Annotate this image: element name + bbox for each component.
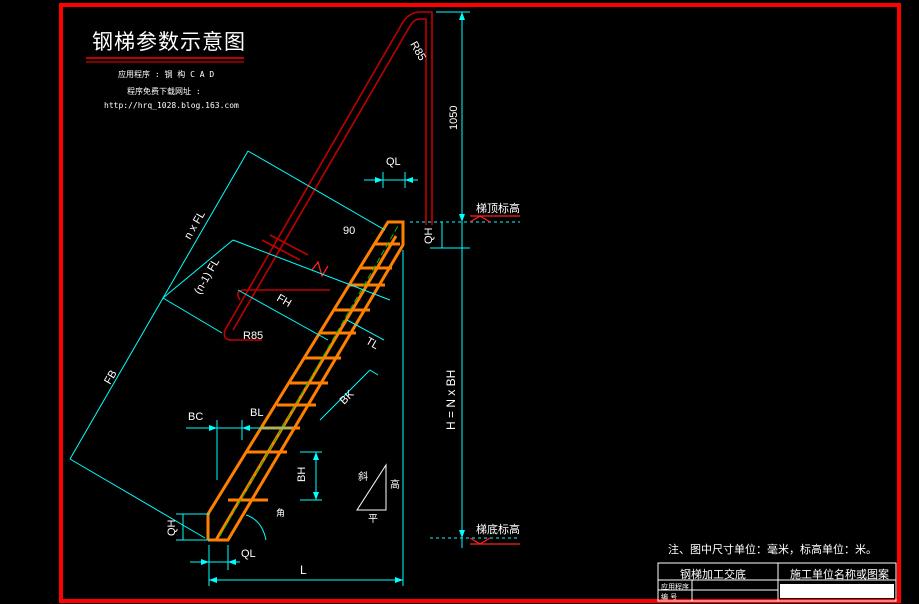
units-note: 注、图中尺寸单位：毫米，标高单位：米。 xyxy=(668,543,877,556)
elevation-markers xyxy=(469,215,520,545)
label-1050: 1050 xyxy=(448,106,460,130)
label-n1-fl: (n-1) FL xyxy=(192,257,222,297)
label-r85-top: R85 xyxy=(407,40,427,63)
label-fb: FB xyxy=(102,368,119,386)
label-ql-bottom: QL xyxy=(241,548,256,560)
title-block-row-2: 编 号 xyxy=(661,593,678,601)
label-r85-mid: R85 xyxy=(243,330,263,342)
label-fh: FH xyxy=(275,292,294,310)
label-bc: BC xyxy=(188,411,203,423)
label-bk: BK xyxy=(338,388,357,407)
title-block-cell-1: 钢梯加工交底 xyxy=(680,568,746,581)
label-l: L xyxy=(300,563,307,577)
label-qh-bottom: QH xyxy=(166,519,178,536)
label-bh: BH xyxy=(296,467,308,482)
drawing-border xyxy=(59,3,901,603)
label-bottom-elevation: 梯底标高 xyxy=(476,522,520,536)
label-bl: BL xyxy=(250,407,263,419)
label-gao: 高 xyxy=(390,478,400,491)
label-ql-top: QL xyxy=(386,156,401,168)
download-line: 程序免费下载网址 : xyxy=(127,87,201,96)
label-jiao: 角 xyxy=(276,507,285,518)
break-mark xyxy=(311,260,329,278)
label-ping: 平 xyxy=(368,514,378,525)
label-n-fl: n x FL xyxy=(182,209,208,241)
label-h-formula: H = N x BH xyxy=(444,370,458,430)
label-xie: 斜 xyxy=(358,470,368,483)
app-line: 应用程序 : 钢 构 C A D xyxy=(118,70,215,79)
ladder-centerline xyxy=(219,225,399,537)
label-90: 90 xyxy=(343,225,355,237)
title-block-row-1: 应用程序 xyxy=(661,583,689,591)
drawing-title: 钢梯参数示意图 xyxy=(92,30,246,54)
treads xyxy=(228,242,400,502)
dimension-lines xyxy=(69,11,520,586)
arrowheads xyxy=(201,12,465,583)
handrail xyxy=(223,11,433,341)
label-tl: TL xyxy=(364,335,381,352)
title-block-cell-2: 施工单位名称或图案 xyxy=(790,568,889,581)
ladder xyxy=(206,220,405,542)
slope-triangle xyxy=(356,463,387,511)
url-line: http://hrq_1028.blog.163.com xyxy=(104,101,239,110)
label-qh-top: QH xyxy=(423,227,435,244)
label-top-elevation: 梯顶标高 xyxy=(476,201,520,215)
title-block xyxy=(657,562,897,602)
title-block-fill xyxy=(780,584,894,598)
